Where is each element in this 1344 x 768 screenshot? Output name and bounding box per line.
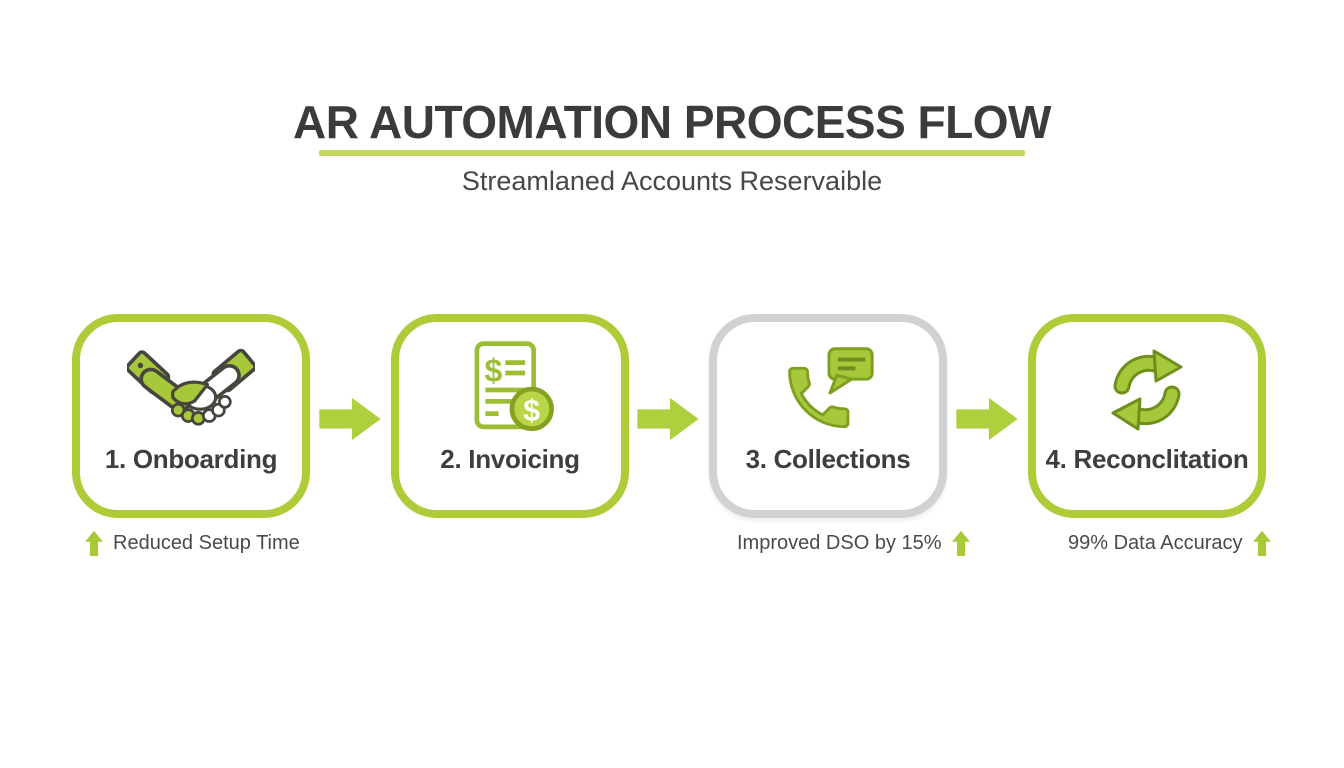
step-label-reconciliation: 4. Reconclitation <box>1045 444 1249 474</box>
handshake-icon <box>127 340 255 440</box>
up-arrow-icon <box>85 530 103 557</box>
flow-arrow-icon <box>956 397 1018 441</box>
caption-reconciliation: 99% Data Accuracy <box>1068 530 1271 557</box>
caption-text: 99% Data Accuracy <box>1068 532 1243 554</box>
svg-text:$: $ <box>523 394 540 427</box>
caption-text: Reduced Setup Time <box>113 532 300 554</box>
flow-arrow-icon <box>637 397 699 441</box>
up-arrow-icon <box>1252 530 1271 557</box>
page-subtitle: Streamlaned Accounts Reservaible <box>461 166 883 197</box>
invoice-dollar-icon: $ $ <box>458 340 562 440</box>
step-box-onboarding: 1. Onboarding <box>72 314 310 518</box>
step-box-collections: 3. Collections <box>709 314 947 518</box>
step-label-invoicing: 2. Invoicing <box>440 444 580 474</box>
flow-arrow-icon <box>319 397 381 441</box>
caption-text: Improved DSO by 15% <box>737 532 942 554</box>
title-underline <box>319 150 1025 157</box>
caption-collections: Improved DSO by 15% <box>737 530 970 557</box>
header: AR AUTOMATION PROCESS FLOW Streamlaned A… <box>0 98 1344 197</box>
sync-arrows-icon <box>1097 340 1197 440</box>
phone-chat-icon <box>774 340 882 440</box>
step-box-invoicing: $ $ 2. Invoicing <box>391 314 629 518</box>
up-arrow-icon <box>951 530 970 557</box>
step-box-reconciliation: 4. Reconclitation <box>1028 314 1266 518</box>
caption-onboarding: Reduced Setup Time <box>85 530 300 557</box>
step-label-collections: 3. Collections <box>745 444 911 474</box>
page-title: AR AUTOMATION PROCESS FLOW <box>293 96 1051 148</box>
svg-text:$: $ <box>484 352 502 388</box>
step-label-onboarding: 1. Onboarding <box>104 444 278 474</box>
